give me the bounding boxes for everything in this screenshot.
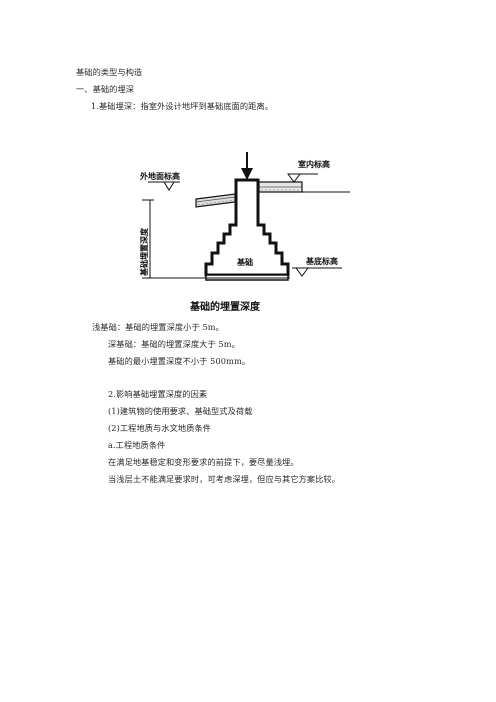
item-2-heading: 2.影响基础埋置深度的因素 bbox=[108, 389, 208, 399]
label-outdoor-level: 室外地面标高 bbox=[140, 171, 180, 181]
factor-2: (2)工程地质与水文地质条件 bbox=[108, 423, 212, 433]
factor-1: (1)建筑物的使用要求、基础型式及荷载 bbox=[108, 406, 253, 416]
section-heading: 一、基础的埋深 bbox=[76, 84, 135, 94]
foundation-depth-figure: 室外地面标高 室内标高 基础 基础埋置深度 基底标高 基础的埋置深度 bbox=[140, 150, 360, 315]
sub-item-a: a.工程地质条件 bbox=[108, 440, 166, 450]
deep-foundation-def: 深基础：基础的埋置深度大于 5m。 bbox=[108, 339, 240, 349]
paragraph-1: 在满足地基稳定和变形要求的前提下，要尽量浅埋。 bbox=[108, 457, 299, 467]
minimum-depth-note: 基础的最小埋置深度不小于 500mm。 bbox=[108, 356, 251, 366]
foundation-diagram: 室外地面标高 室内标高 基础 基础埋置深度 基底标高 基础的埋置深度 bbox=[140, 152, 350, 313]
label-burial-depth: 基础埋置深度 bbox=[140, 227, 149, 277]
label-foundation: 基础 bbox=[236, 257, 253, 267]
label-indoor-level: 室内标高 bbox=[298, 159, 330, 169]
paragraph-2: 当浅层土不能满足要求时，可考虑深埋，但应与其它方案比较。 bbox=[108, 474, 341, 484]
document-title: 基础的类型与构造 bbox=[76, 67, 143, 77]
shallow-foundation-def: 浅基础：基础的埋置深度小于 5m。 bbox=[92, 322, 224, 332]
label-base-level: 基底标高 bbox=[305, 256, 338, 266]
figure-caption: 基础的埋置深度 bbox=[189, 300, 261, 313]
item-1-definition: 1.基础埋深：指室外设计地坪到基础底面的距离。 bbox=[91, 101, 274, 111]
